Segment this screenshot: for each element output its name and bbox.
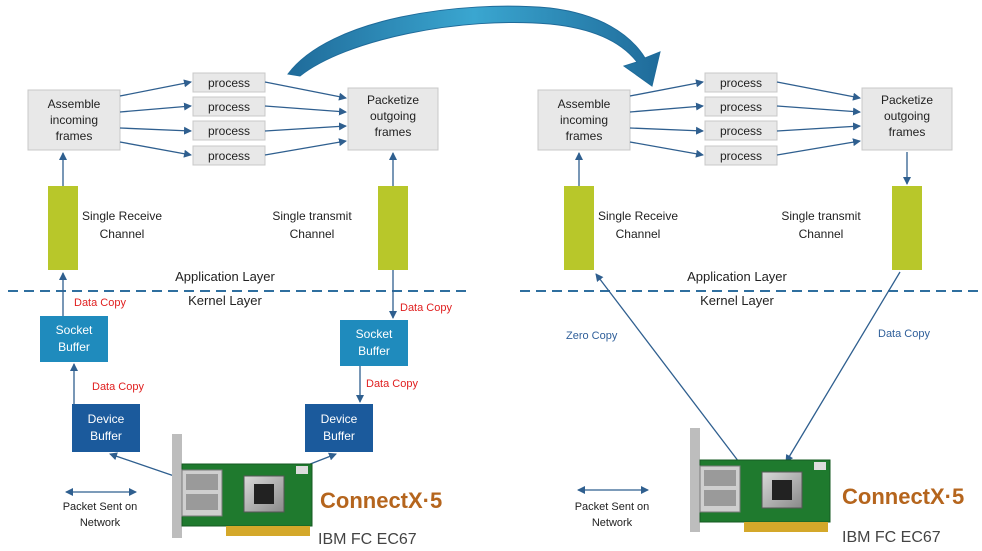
transition-arrow [287,5,661,87]
packetize-label-1: Packetize [881,93,933,107]
assemble-label-3: frames [56,129,93,143]
receive-channel-bar [564,186,594,270]
data-copy-label: Data Copy [92,381,144,393]
brand-logo-right: ConnectX·5 [842,484,964,509]
network-label-2: Network [80,517,121,529]
nic-card-right [690,428,831,532]
packetize-box: Packetize outgoing frames [861,87,953,151]
socket-buffer-right [340,320,408,366]
socket-buffer-label-1: Socket [356,327,393,341]
right-diagram: Assemble incoming frames process process… [520,72,978,546]
packetize-label-2: outgoing [370,109,416,123]
assemble-label-3: frames [566,129,603,143]
packetize-label-3: frames [375,125,412,139]
transmit-channel-bar [378,186,408,270]
application-layer-label: Application Layer [687,269,787,284]
transmit-channel-label-2: Channel [799,227,844,241]
socket-buffer-label-2: Buffer [58,340,90,354]
device-buffer-label-2: Buffer [90,429,122,443]
data-copy-label: Data Copy [74,297,126,309]
process-label: process [720,100,762,114]
process-label: process [720,149,762,163]
brand-logo-left: ConnectX·5 [320,488,442,513]
process-label: process [720,124,762,138]
channel-arrows [575,152,911,186]
data-copy-label: Data Copy [366,378,418,390]
network-label-1: Packet Sent on [575,501,650,513]
process-label: process [208,76,250,90]
process-label: process [208,124,250,138]
receive-channel-label-1: Single Receive [598,209,678,223]
device-buffer-right [305,404,373,452]
assemble-label-1: Assemble [558,97,611,111]
device-buffer-label-1: Device [321,412,358,426]
nic-model-right: IBM FC EC67 [842,529,941,546]
receive-channel-label-2: Channel [100,227,145,241]
device-buffer-label-2: Buffer [323,429,355,443]
receive-channel-label-2: Channel [616,227,661,241]
process-boxes: process process process process [192,72,266,166]
receive-channel-label-1: Single Receive [82,209,162,223]
transmit-channel-label-1: Single transmit [781,209,861,223]
socket-buffer-label-2: Buffer [358,344,390,358]
network-label-1: Packet Sent on [63,501,138,513]
assemble-box: Assemble incoming frames [537,89,631,151]
device-buffer-label-1: Device [88,412,125,426]
transmit-channel-label-2: Channel [290,227,335,241]
packetize-box: Packetize outgoing frames [347,87,439,151]
assemble-label-2: incoming [50,113,98,127]
zero-copy-label: Zero Copy [566,330,618,342]
kernel-layer-label: Kernel Layer [188,293,262,308]
transmit-channel-label-1: Single transmit [272,209,352,223]
process-boxes: process process process process [704,72,778,166]
direct-copy-arrows [595,271,901,467]
network-label-2: Network [592,517,633,529]
packetize-label-2: outgoing [884,109,930,123]
process-arrows [629,79,861,158]
nic-model-left: IBM FC EC67 [318,531,417,548]
transmit-channel-bar [892,186,922,270]
socket-buffer-left [40,316,108,362]
kernel-arrows [59,270,397,479]
channel-arrows [59,152,397,186]
left-diagram: Assemble incoming frames process process… [8,72,470,548]
assemble-label-1: Assemble [48,97,101,111]
process-label: process [208,149,250,163]
assemble-box: Assemble incoming frames [27,89,121,151]
data-copy-label: Data Copy [400,302,452,314]
receive-channel-bar [48,186,78,270]
assemble-label-2: incoming [560,113,608,127]
kernel-layer-label: Kernel Layer [700,293,774,308]
packetize-label-3: frames [889,125,926,139]
device-buffer-left [72,404,140,452]
nic-card-left [172,434,313,538]
data-copy-label: Data Copy [878,328,930,340]
socket-buffer-label-1: Socket [56,323,93,337]
process-label: process [208,100,250,114]
packetize-label-1: Packetize [367,93,419,107]
application-layer-label: Application Layer [175,269,275,284]
process-label: process [720,76,762,90]
process-arrows [119,79,347,158]
